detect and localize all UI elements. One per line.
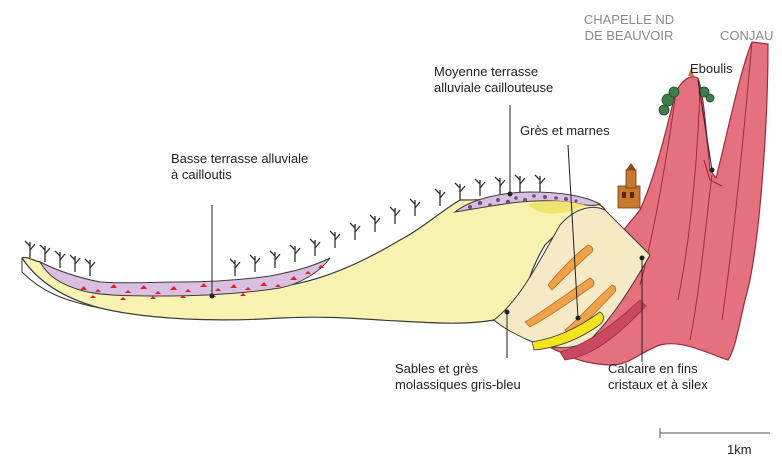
scale-bar	[660, 428, 770, 438]
conjau-label: CONJAU	[720, 28, 773, 44]
eboulis-label: Eboulis	[690, 61, 733, 77]
gres-marnes-label: Grès et marnes	[520, 123, 610, 139]
scale-label: 1km	[727, 442, 752, 458]
chapel-icon	[618, 163, 640, 208]
